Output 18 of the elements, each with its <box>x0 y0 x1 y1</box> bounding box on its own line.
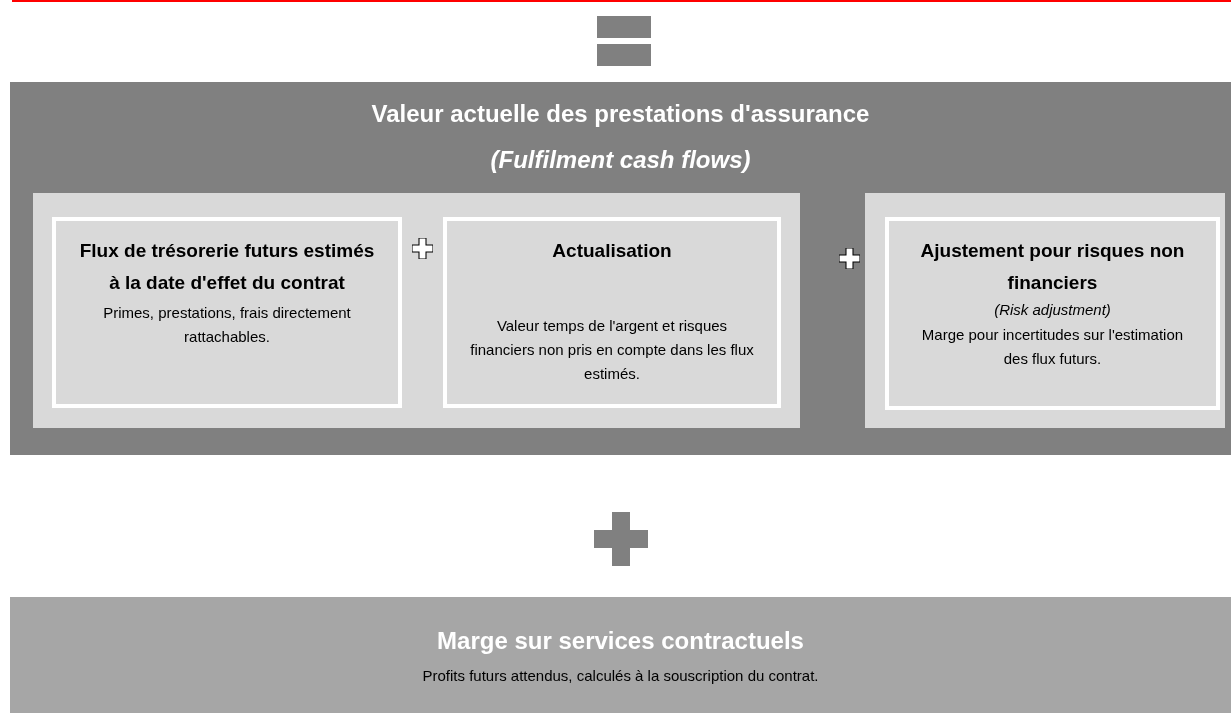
section-title: Marge sur services contractuels <box>437 625 804 656</box>
box-heading: Actualisation <box>552 239 672 263</box>
box-description: Primes, prestations, frais directement rattachables. <box>102 303 352 347</box>
box-heading: Flux de trésorerie futurs estimés à la date d'effet du contrat <box>78 239 376 295</box>
component-box <box>443 217 781 408</box>
panel-title: Valeur actuelle des prestations d'assurance <box>371 99 870 129</box>
panel-subtitle: (Fulfilment cash flows) <box>490 145 751 175</box>
box-description: Valeur temps de l'argent et risques financiers non pris en compte dans les flux estimés. <box>469 316 755 384</box>
group-panel <box>33 193 800 428</box>
box-description: Marge pour incertitudes sur l'estimation des flux futurs. <box>920 325 1185 369</box>
section-panel <box>10 597 1231 713</box>
section-panel <box>10 82 1231 455</box>
section-description: Profits futurs attendus, calculés à la souscription du contrat. <box>422 665 819 686</box>
box-heading: Ajustement pour risques non financiers <box>919 239 1186 295</box>
component-box <box>52 217 402 408</box>
box-subheading: (Risk adjustment) <box>994 300 1111 320</box>
group-panel <box>865 193 1225 428</box>
component-box <box>885 217 1220 410</box>
